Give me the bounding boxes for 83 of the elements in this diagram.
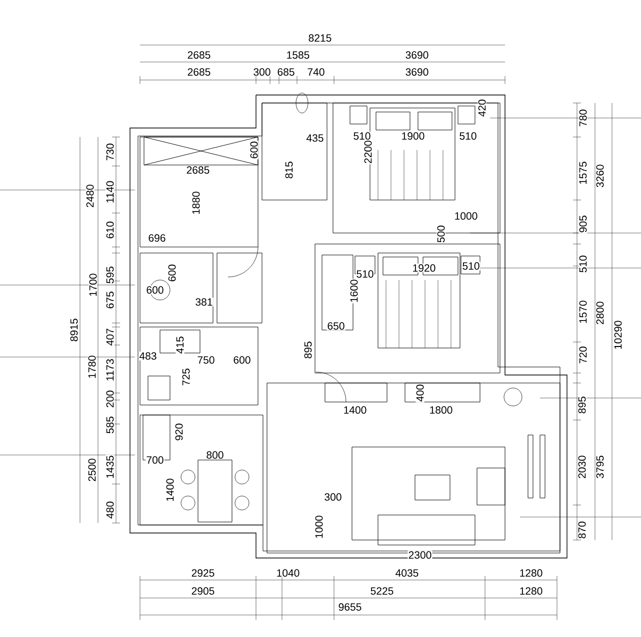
dimension-label: 895 [304,340,312,360]
dimension-label: 1000 [314,514,324,540]
dimension-label: 2905 [190,586,216,596]
dimension-label: 1600 [350,278,358,304]
dimension-label: 1400 [342,406,368,414]
dimension-label: 3795 [596,454,604,480]
dimension-label: 3690 [404,68,430,76]
dimension-label: 1880 [192,190,200,216]
dimension-label: 600 [250,140,258,160]
dimension-label: 1000 [454,212,478,220]
dimension-label: 2480 [86,184,94,208]
dimension-label: 3260 [596,164,604,188]
dimension-label: 1780 [88,354,96,380]
dimension-label: 610 [106,220,114,240]
dimension-label: 435 [306,134,324,142]
dimension-label: 730 [106,142,114,162]
dimension-label: 1040 [276,568,300,578]
dimension-label: 2925 [190,568,216,578]
dimension-label: 1900 [400,132,426,140]
dimension-label: 700 [146,456,164,464]
dimension-label: 510 [578,254,588,274]
dimension-label: 510 [462,262,480,270]
dimension-label: 595 [106,266,114,284]
dimension-label: 1435 [106,454,114,480]
dimension-label: 2800 [596,300,604,326]
dimension-label: 415 [176,336,184,354]
dimension-label: 381 [194,298,214,306]
dimension-label: 1570 [578,300,588,324]
dimension-label: 1140 [106,180,114,204]
dimension-label: 500 [436,224,446,244]
dimension-label: 1173 [106,358,114,382]
dimension-label: 600 [146,286,164,294]
dimension-label: 1400 [166,478,174,502]
dimension-label: 600 [168,264,176,282]
dimension-label: 895 [578,396,586,414]
dimension-label: 200 [106,390,114,408]
dimension-label: 510 [352,132,372,140]
dimension-label: 8915 [70,318,78,342]
dimension-label: 420 [478,98,486,118]
dimension-label: 720 [578,346,588,364]
dimension-label: 400 [416,384,424,402]
dimension-label: 510 [356,270,374,278]
dimension-label: 300 [252,68,272,76]
dimension-label: 800 [206,450,224,460]
dimension-label: 10290 [614,320,622,350]
dimension-label: 2685 [186,68,212,76]
dimension-label: 9655 [338,602,362,612]
dimension-label: 920 [174,422,184,442]
dimension-label: 905 [578,214,588,234]
dimension-label: 2500 [88,458,96,482]
dimension-label: 480 [106,500,114,520]
dimension-label: 1700 [88,272,98,298]
dimension-label: 740 [306,68,326,76]
dimension-label: 780 [578,108,588,128]
dimension-label: 815 [284,160,294,180]
dimension-label: 2685 [186,50,212,60]
dimension-label: 1280 [518,586,544,596]
dimension-label: 870 [578,520,586,540]
dimension-label: 1585 [286,50,310,60]
dimension-label: 1280 [518,568,544,578]
dimension-label: 685 [276,68,296,76]
dimension-label: 1800 [428,406,454,414]
dimension-label: 600 [232,356,252,364]
dimension-label: 8215 [308,34,332,42]
dimension-label: 4035 [394,568,420,578]
dimension-label: 3690 [404,50,430,60]
dimension-label: 585 [106,416,114,434]
dimension-label: 1920 [412,264,436,272]
dimension-label: 2685 [186,166,210,174]
dimension-label: 2300 [408,550,432,560]
dimension-label: 725 [182,368,190,386]
dimension-label: 5225 [370,586,394,596]
dimension-label: 2030 [578,454,586,480]
dimension-label: 2200 [364,140,372,164]
dimension-label: 510 [458,132,478,140]
dimension-label: 300 [324,492,342,502]
dimension-label: 696 [148,234,166,242]
dimension-label: 750 [196,356,216,364]
dimension-label: 650 [326,322,346,330]
dimension-label: 1575 [578,160,588,186]
dimension-label: 675 [106,290,114,310]
dimension-label: 483 [138,352,158,360]
dimension-label: 407 [106,328,114,346]
